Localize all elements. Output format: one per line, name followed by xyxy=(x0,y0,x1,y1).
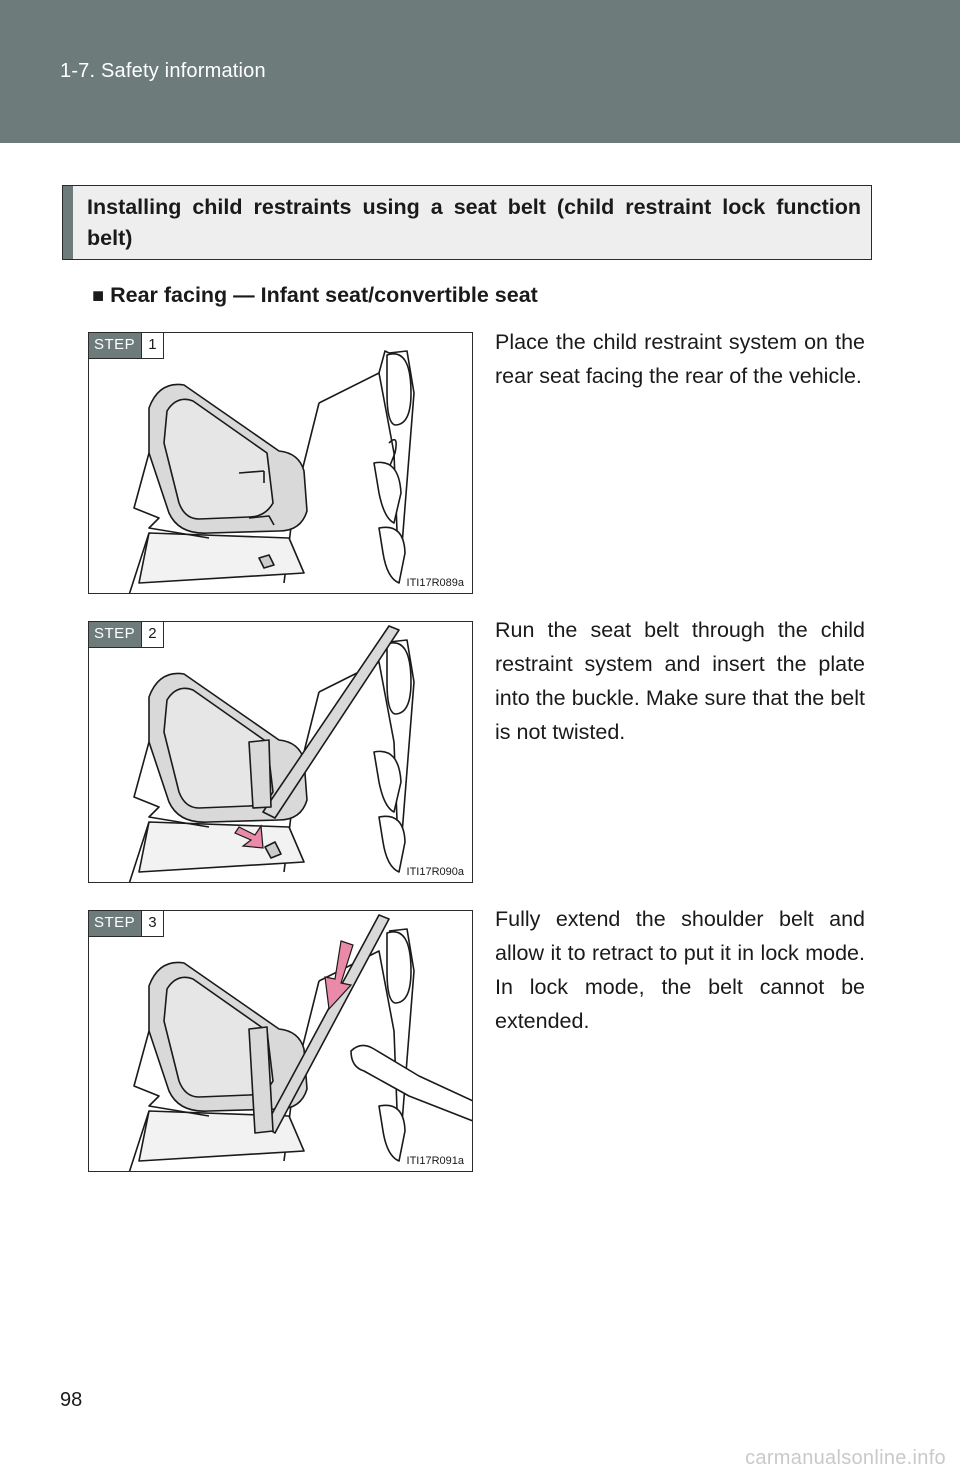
step-number: 2 xyxy=(141,622,163,647)
infant-seat-illustration-2 xyxy=(128,625,415,882)
step-2-figure: STEP 2 ITI17R090a xyxy=(88,621,473,883)
step-number: 3 xyxy=(141,911,163,936)
square-bullet-icon: ■ xyxy=(92,285,105,307)
step-number: 1 xyxy=(141,333,163,358)
infant-seat-illustration-1 xyxy=(128,350,415,593)
step-1-tag: STEP 1 xyxy=(89,333,164,359)
step-1-figure: STEP 1 ITI17R089a xyxy=(88,332,473,594)
figure-code: ITI17R089a xyxy=(406,577,464,589)
section-title-box: Installing child restraints using a seat… xyxy=(62,185,872,260)
step-label: STEP xyxy=(89,622,142,647)
page-number: 98 xyxy=(60,1389,83,1411)
step-3-text: Fully extend the shoulder belt and allow… xyxy=(495,907,865,1033)
subheading: ■Rear facing — Infant seat/convertible s… xyxy=(92,283,538,308)
header-band: 1-7. Safety information xyxy=(0,0,960,143)
step-2-text: Run the seat belt through the child rest… xyxy=(495,618,865,744)
step-label: STEP xyxy=(89,911,142,936)
section-breadcrumb: 1-7. Safety information xyxy=(60,60,266,82)
watermark: carmanualsonline.info xyxy=(745,1447,946,1469)
section-title-accent xyxy=(63,186,73,259)
step-3-figure: STEP 3 ITI17R091a xyxy=(88,910,473,1172)
section-title: Installing child restraints using a seat… xyxy=(87,195,861,250)
step-3-tag: STEP 3 xyxy=(89,911,164,937)
step-label: STEP xyxy=(89,333,142,358)
figure-code: ITI17R090a xyxy=(406,866,464,878)
subheading-text: Rear facing — Infant seat/convertible se… xyxy=(110,283,538,307)
figure-code: ITI17R091a xyxy=(406,1155,464,1167)
infant-seat-illustration-3 xyxy=(128,914,472,1171)
step-1-text: Place the child restraint system on the … xyxy=(495,330,865,388)
step-2-tag: STEP 2 xyxy=(89,622,164,648)
